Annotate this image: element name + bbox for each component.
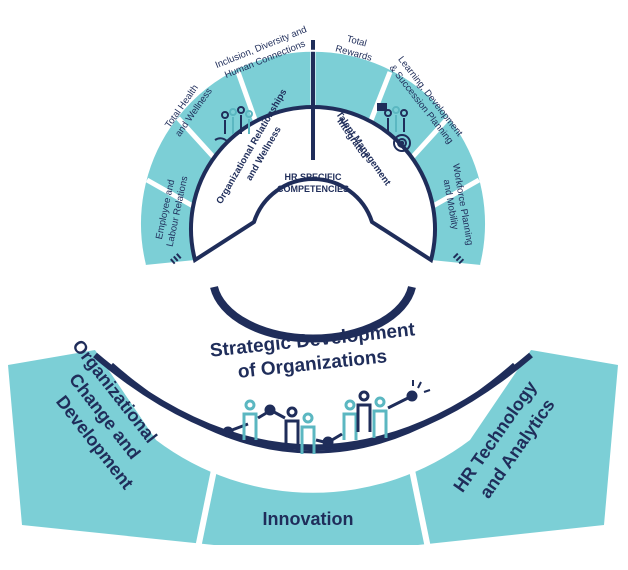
outer-edge [139, 49, 487, 266]
core-title-1: HR SPECIFIC [284, 172, 342, 182]
inner-competency-area [189, 105, 437, 264]
strategic-white-fan [95, 285, 531, 493]
total-rewards-label-1: Total [346, 34, 368, 50]
outer-ring-band [139, 50, 487, 266]
hr-specific-wheel: HR SPECIFIC COMPETENCIES Organizational … [139, 24, 487, 266]
people-network-icon [222, 380, 431, 454]
strategic-fan: Strategic Development of Organizations [8, 285, 618, 549]
strategic-separators [195, 469, 431, 549]
innovation-label: Innovation [263, 509, 354, 529]
people-connection-icon [214, 106, 253, 142]
strategic-top-arc [210, 285, 416, 343]
core-title-2: COMPETENCIES [277, 184, 349, 194]
dotted-tail-left [170, 252, 182, 265]
talent-target-icon [377, 103, 411, 152]
dotted-tail-right [452, 252, 465, 265]
